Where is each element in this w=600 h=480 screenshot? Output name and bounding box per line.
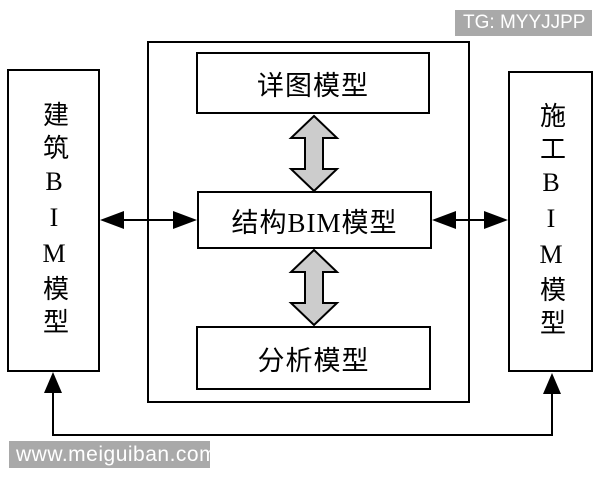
thick-arrow-detail-structural-icon (288, 114, 340, 193)
bottom-connector-arrow-icon (44, 372, 561, 436)
center-group-frame (147, 41, 470, 403)
detail-model-label: 详图模型 (257, 70, 369, 101)
site-watermark: www.meiguiban.com (9, 441, 217, 468)
thin-arrow-structural-construction-icon (432, 211, 508, 229)
construction-bim-model-box: 施工BIM模型 (508, 71, 593, 372)
building-bim-model-label: 建筑BIM模型 (39, 100, 69, 341)
structural-bim-model-box: 结构BIM模型 (197, 191, 432, 249)
building-bim-model-box: 建筑BIM模型 (7, 69, 100, 372)
thick-arrow-structural-analysis-icon (288, 248, 340, 327)
tg-watermark-badge: TG: MYYJJPP (455, 10, 592, 36)
analysis-model-label: 分析模型 (257, 345, 370, 376)
analysis-model-box: 分析模型 (196, 326, 431, 390)
detail-model-box: 详图模型 (196, 52, 430, 114)
thin-arrow-building-structural-icon (100, 211, 197, 229)
structural-bim-model-label: 结构BIM模型 (231, 207, 398, 238)
construction-bim-model-label: 施工BIM模型 (536, 101, 566, 342)
